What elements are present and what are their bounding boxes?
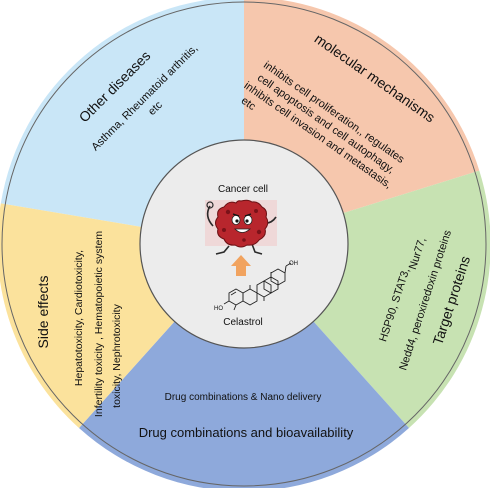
ho-label: HO (214, 306, 223, 312)
oh-label: OH (289, 261, 298, 267)
celastrol-label: Celastrol (223, 317, 262, 328)
cancer-cell-icon (205, 199, 277, 255)
side-effects-line-2: Infertility toxicity , Hematopoietic sys… (93, 231, 105, 417)
drug-combinations-title: Drug combinations and bioavailability (139, 425, 354, 440)
side-effects-line-3: toxicity, Nephrotoxicity (111, 303, 123, 407)
side-effects-line-1: Hepatotoxicity, Cardiotoxicity, (73, 250, 85, 386)
segment-drug-combinations (79, 244, 409, 488)
cancer-cell-label: Cancer cell (218, 184, 268, 195)
celastrol-structure-icon (223, 262, 292, 311)
side-effects-title: Side effects (35, 276, 51, 349)
drug-combinations-subtitle: Drug combinations & Nano delivery (165, 392, 322, 403)
up-arrow-icon (231, 255, 251, 276)
side-effects-body: Hepatotoxicity, Cardiotoxicity, Infertil… (73, 231, 123, 417)
side-effects-group: Side effects (35, 276, 51, 349)
